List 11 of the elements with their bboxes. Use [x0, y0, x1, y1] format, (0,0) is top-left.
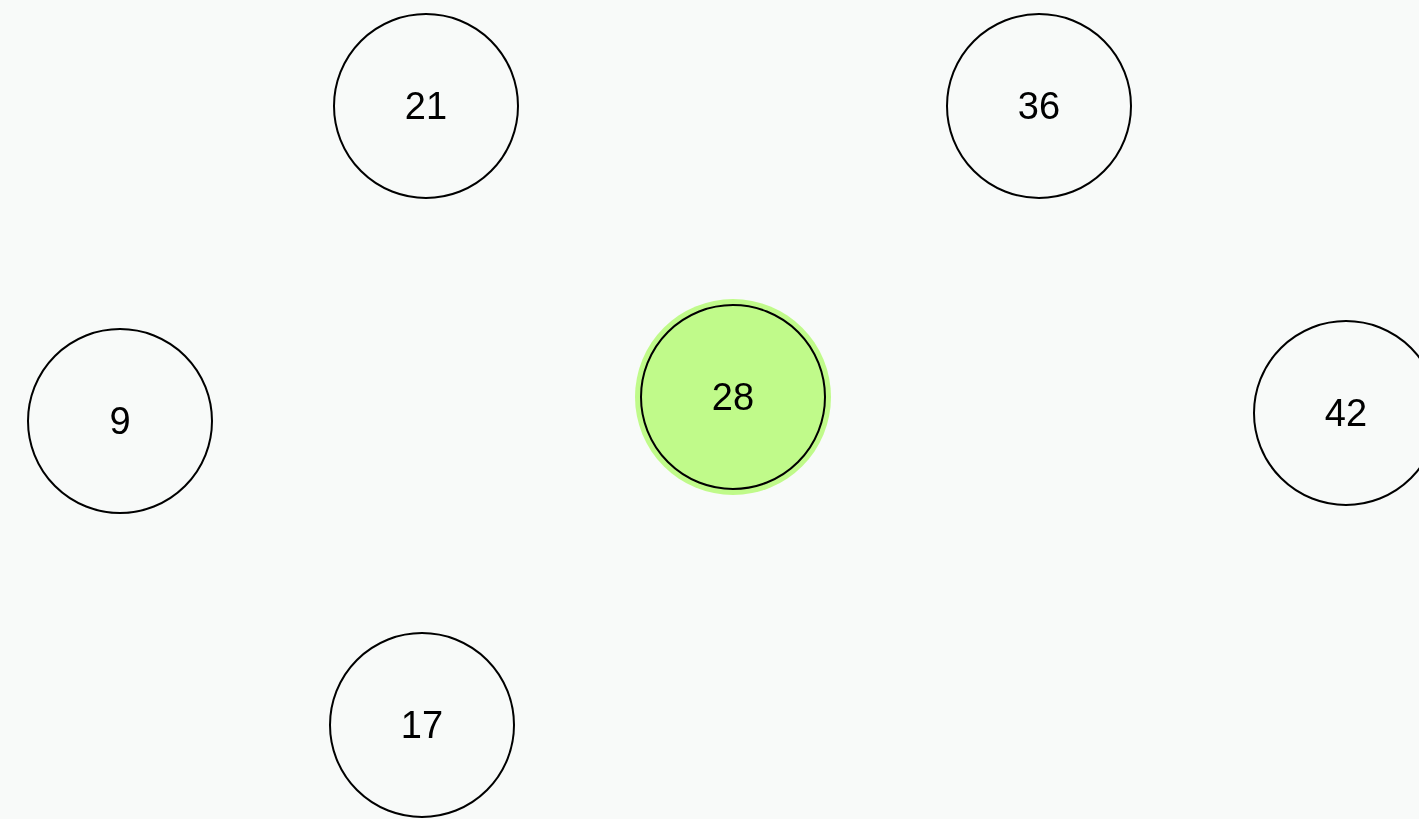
node-circle	[27, 328, 213, 514]
node-circle	[1253, 320, 1419, 506]
node-circle	[333, 13, 519, 199]
node-label: 17	[400, 703, 444, 747]
node-label: 36	[1017, 84, 1061, 128]
node-label: 9	[109, 399, 131, 443]
node-label: 42	[1324, 391, 1368, 435]
node-label: 21	[404, 84, 448, 128]
node-circle	[946, 13, 1132, 199]
node-label: 28	[711, 375, 755, 419]
node-circle	[329, 632, 515, 818]
